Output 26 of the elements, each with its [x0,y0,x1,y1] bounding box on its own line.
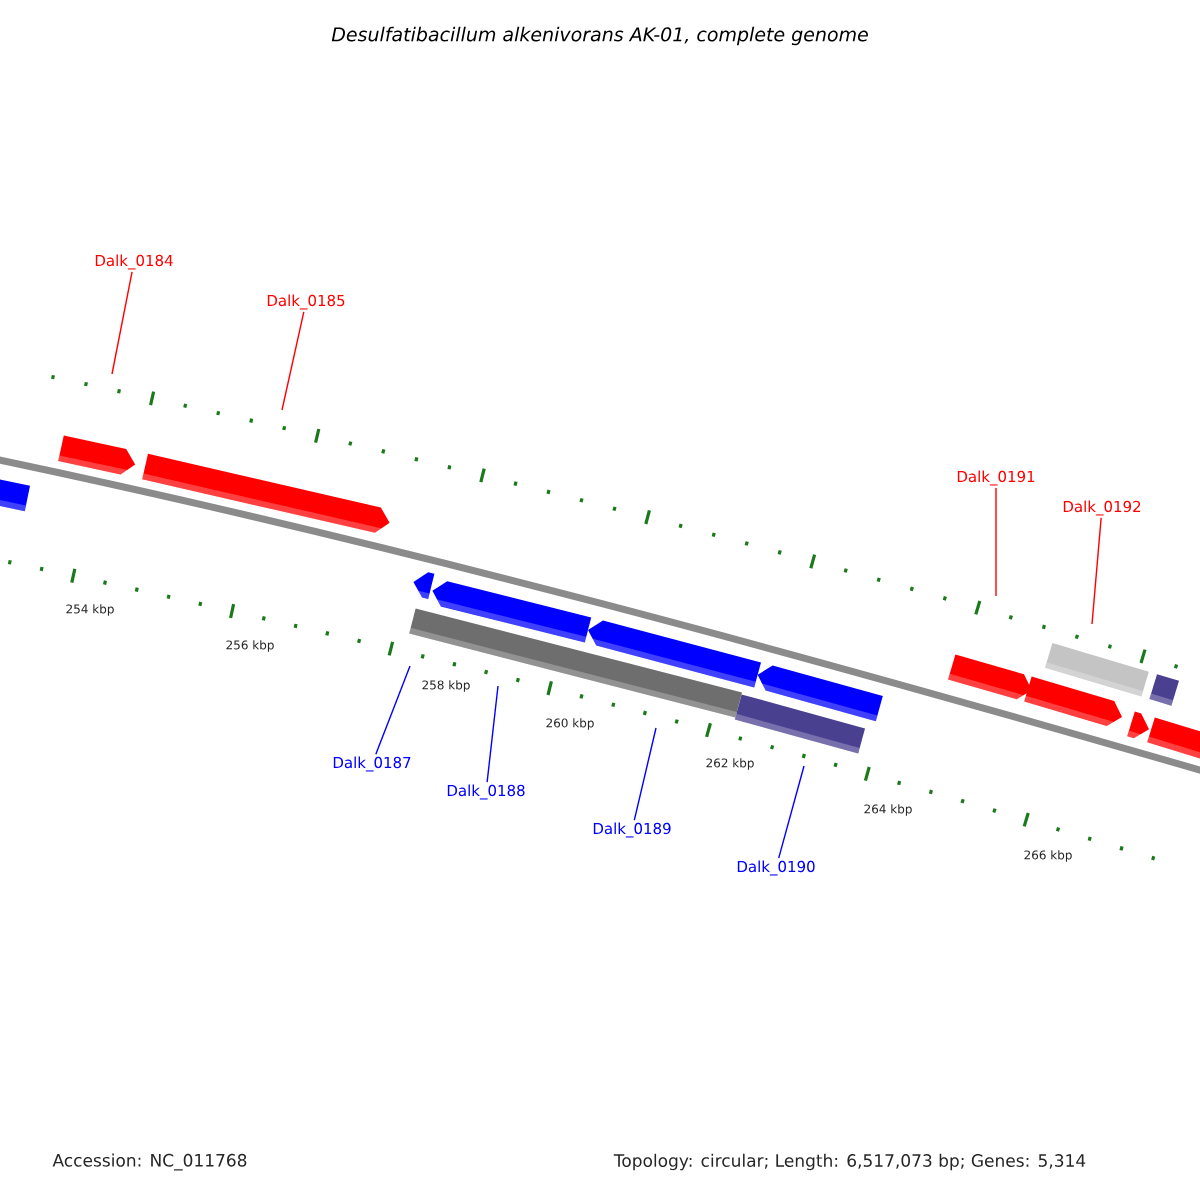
gene-segment [588,620,761,688]
leader-line [281,311,305,411]
gene-segment [0,477,30,512]
gene-segment [409,608,742,718]
footer-text: Topology: circular; Length: 6,517,073 bp; Genes: 5,314 [613,1153,1086,1171]
leader-line [1091,517,1102,625]
gene-segment [413,572,435,599]
gene-segment [1127,711,1149,740]
gene-segment [432,581,592,643]
leader-line [633,727,657,821]
gene-segment [142,453,390,535]
gene-segment [757,665,883,722]
title: Desulfatibacillum alkenivorans AK-01, complete genome [331,26,868,46]
gene-segment [1045,643,1149,697]
leader-line [375,665,411,755]
leader-line [486,685,499,783]
leader-line [778,765,805,859]
leader-line [111,271,133,375]
gene-segment [58,435,136,476]
gene-segment [1149,674,1179,706]
gene-segment [948,654,1032,701]
gene-segment [1147,717,1200,764]
gene-segment [734,694,865,754]
leader-line [995,487,997,597]
footer-text: Accession: NC_011768 [52,1153,247,1171]
gene-segment [1024,676,1122,728]
